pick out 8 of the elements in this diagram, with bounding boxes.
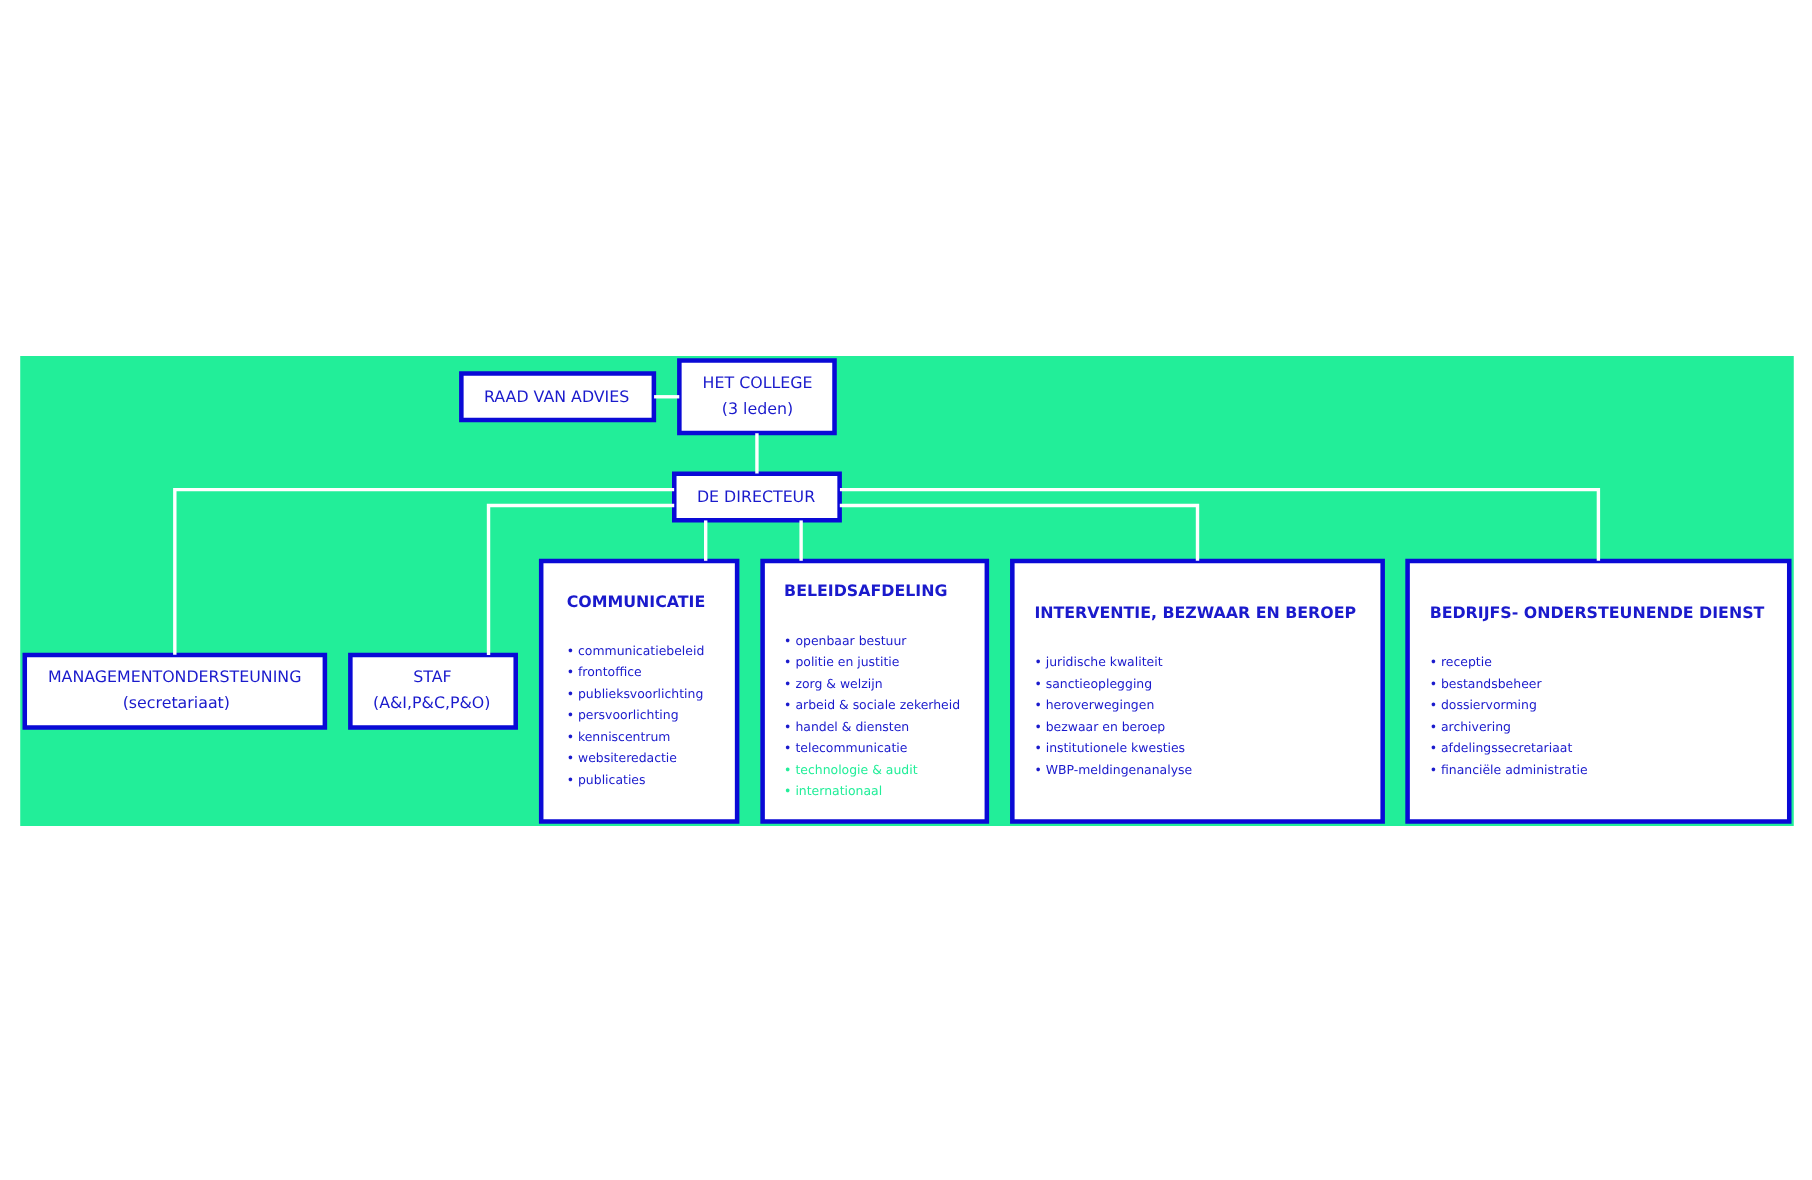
connector [172, 486, 674, 654]
connector [798, 519, 802, 560]
connector [838, 486, 1600, 560]
connector [653, 394, 679, 398]
connector [703, 519, 707, 560]
connector [838, 502, 1199, 560]
connector [485, 502, 674, 654]
connector [754, 432, 758, 473]
